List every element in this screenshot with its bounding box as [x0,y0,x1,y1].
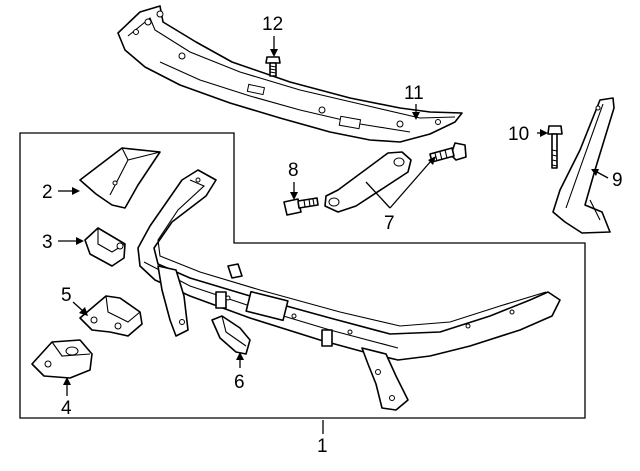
callout-5: 5 [61,285,72,306]
callout-3: 3 [42,232,53,253]
link-7 [324,142,467,213]
arrow-4 [63,377,71,385]
upper-tie-bar [117,5,463,143]
bracket-5 [79,295,143,337]
arrow-9 [591,169,599,176]
arrow-8 [290,192,298,200]
side-bracket [552,97,615,234]
callout-4: 4 [61,398,72,419]
arrow-3 [76,237,84,245]
callout-7: 7 [384,213,395,234]
bolt-10 [547,125,563,169]
leader-7a [365,181,391,209]
arrow-12 [270,49,278,57]
callout-6: 6 [234,372,245,393]
callout-11: 11 [404,83,424,104]
arrow-10 [540,129,548,137]
bracket-4 [31,339,93,379]
callout-1: 1 [317,436,328,457]
callout-2: 2 [42,182,53,203]
bolt-8 [283,197,319,216]
callout-8: 8 [288,160,299,181]
leader-9 [596,171,609,179]
callout-12: 12 [262,14,283,35]
arrow-7 [428,156,436,165]
bolt-12 [265,56,281,77]
leader-7b [389,160,432,209]
leader-5 [72,301,84,312]
radiator-support [137,169,561,411]
bracket-2 [79,147,161,209]
bracket-6 [211,315,251,355]
bracket-3 [84,227,126,267]
arrow-2 [72,187,80,195]
arrow-11 [412,112,420,120]
arrow-5 [79,307,88,316]
assembly-frame [19,132,586,419]
callout-9: 9 [612,170,623,191]
arrow-6 [236,352,244,360]
callout-10: 10 [508,124,529,145]
